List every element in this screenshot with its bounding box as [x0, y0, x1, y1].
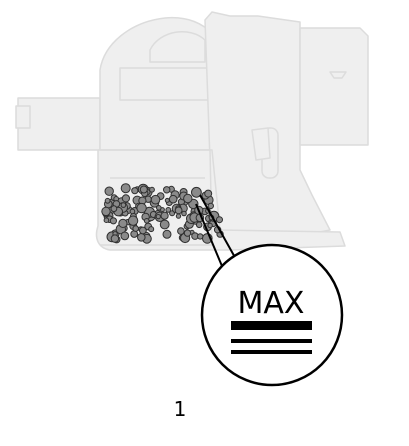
max-fill-line [231, 321, 312, 330]
debris-particle [174, 206, 183, 215]
debris-particle [118, 218, 128, 228]
debris-particle [163, 186, 171, 194]
debris-particle [207, 202, 215, 210]
debris-particle [181, 210, 187, 217]
debris-particle [148, 226, 155, 233]
nozzle-tip [15, 105, 31, 129]
debris-particle [191, 186, 202, 198]
debris-particles [101, 183, 224, 244]
debris-particle [120, 183, 131, 194]
debris-particle [139, 185, 148, 194]
debris-particle [101, 206, 111, 217]
debris-particle [121, 194, 131, 203]
debris-particle [104, 186, 114, 196]
debris-particle [165, 207, 172, 213]
debris-particle [120, 231, 130, 241]
debris-particle [168, 194, 178, 204]
debris-particle [137, 233, 146, 242]
battery-pack [299, 27, 369, 146]
trigger [251, 127, 271, 161]
debris-particle [149, 186, 155, 193]
base [95, 149, 346, 251]
debris-particle [204, 189, 213, 198]
debris-particle [143, 218, 150, 224]
debris-particle [156, 205, 162, 211]
debris-particle [104, 197, 111, 204]
handheld-vacuum-illustration [15, 11, 369, 251]
step-number: 1 [173, 397, 187, 421]
debris-particle [195, 221, 203, 229]
debris-particle [207, 222, 213, 229]
debris-particle [177, 227, 185, 235]
cyclone-ridge [119, 67, 211, 101]
debris-particle [103, 217, 110, 223]
debris-particle [175, 213, 182, 219]
max-line-lower [231, 350, 312, 354]
debris-particle [139, 226, 147, 235]
debris-particle [162, 229, 172, 239]
debris-particle [120, 202, 127, 208]
debris-particle [127, 215, 139, 226]
cyclone-cap [149, 31, 206, 63]
debris-particle [160, 211, 169, 220]
debris-particle [197, 233, 204, 240]
debris-particle [109, 217, 118, 225]
debris-particle [110, 205, 118, 213]
debris-particle [155, 214, 161, 220]
debris-particle [164, 197, 170, 203]
debris-particle [159, 219, 170, 230]
debris-particle [129, 208, 136, 215]
debris-particle [150, 194, 161, 205]
debris-particle [183, 229, 192, 237]
max-label: MAX [238, 286, 305, 321]
max-fill-magnifier: MAX [200, 243, 344, 387]
debris-particle [216, 216, 223, 224]
debris-particle [136, 202, 147, 214]
battery-release [329, 71, 347, 79]
debris-particle [131, 187, 139, 195]
debris-particle [132, 225, 139, 232]
debris-particle [183, 193, 193, 204]
max-line-upper [231, 339, 312, 343]
debris-particle [110, 234, 120, 243]
